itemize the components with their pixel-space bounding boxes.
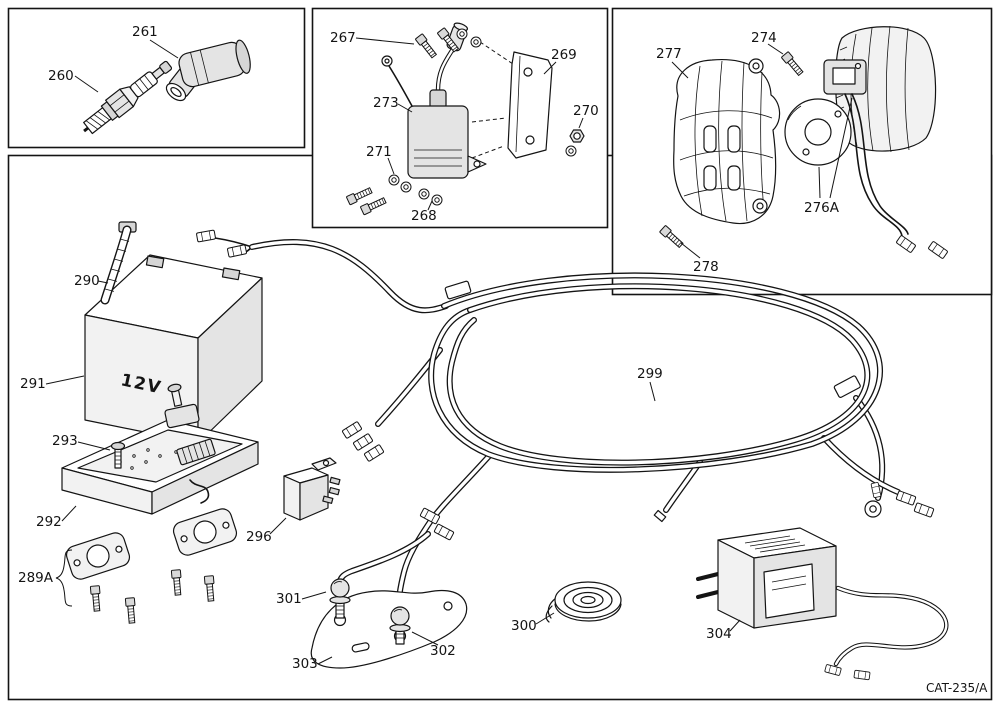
push-button-301 (329, 578, 351, 619)
label-269: 269 (543, 47, 577, 75)
charger-connector (853, 669, 871, 681)
push-button-302 (389, 606, 411, 645)
fan-cover (673, 58, 781, 225)
part-label-271: 271 (366, 144, 392, 160)
tray-clamp-block (164, 383, 200, 429)
label-303: 303 (292, 656, 333, 672)
label-270: 270 (573, 103, 599, 129)
label-274: 274 (751, 30, 784, 55)
label-260: 260 (48, 68, 99, 93)
washer-267a (456, 28, 468, 40)
washer-267b (470, 36, 482, 48)
strap-hook-wire (189, 479, 210, 504)
drawing-code: CAT-235/A (926, 681, 988, 695)
label-291: 291 (20, 375, 85, 392)
label-290: 290 (74, 273, 109, 289)
label-292: 292 (36, 505, 77, 530)
rotor (784, 98, 852, 166)
part-label-276A: 276A (804, 200, 840, 216)
part-label-267: 267 (330, 30, 356, 46)
relay (283, 457, 341, 521)
label-278: 278 (680, 242, 719, 275)
part-label-290: 290 (74, 273, 100, 289)
washer-268b (431, 194, 443, 206)
handlebar-clamps (65, 508, 238, 624)
plug-pins (696, 572, 720, 599)
label-293: 293 (52, 433, 111, 451)
washer-268a (418, 188, 430, 200)
label-301: 301 (276, 591, 327, 607)
part-label-300: 300 (511, 618, 537, 634)
ignition-module (823, 59, 867, 95)
adhesive-tape-roll (545, 581, 622, 623)
label-299: 299 (637, 366, 663, 402)
label-277: 277 (656, 46, 689, 79)
part-label-304: 304 (706, 626, 732, 642)
tray-screw (110, 441, 126, 469)
label-289A: 289A (18, 549, 73, 607)
part-label-302: 302 (430, 643, 456, 659)
label-300: 300 (511, 612, 555, 634)
part-label-293: 293 (52, 433, 78, 449)
label-271: 271 (366, 144, 395, 175)
part-label-274: 274 (751, 30, 777, 46)
part-label-289A: 289A (18, 570, 54, 586)
label-276A: 276A (804, 97, 853, 216)
part-label-278: 278 (693, 259, 719, 275)
washer-270 (565, 145, 577, 157)
battery-strap (100, 221, 137, 305)
part-label-299: 299 (637, 366, 663, 382)
label-268: 268 (411, 200, 437, 224)
part-label-303: 303 (292, 656, 318, 672)
part-label-301: 301 (276, 591, 302, 607)
battery-charger (696, 527, 949, 681)
part-label-269: 269 (551, 47, 577, 63)
label-302: 302 (411, 631, 456, 659)
battery-tray (61, 419, 259, 515)
label-273: 273 (373, 95, 413, 113)
part-label-277: 277 (656, 46, 682, 62)
part-label-261: 261 (132, 24, 158, 40)
part-label-292: 292 (36, 514, 62, 530)
label-267: 267 (330, 30, 415, 46)
label-304: 304 (706, 619, 741, 642)
part-label-273: 273 (373, 95, 399, 111)
part-label-268: 268 (411, 208, 437, 224)
ignition-coil-assembly (345, 22, 585, 216)
part-label-291: 291 (20, 376, 46, 392)
harness-sleeve (833, 375, 861, 398)
harness-sleeve (444, 280, 472, 300)
ignition-coil (407, 105, 469, 179)
label-261: 261 (132, 24, 179, 59)
label-296: 296 (246, 517, 287, 545)
washer-271b (400, 181, 412, 193)
part-label-260: 260 (48, 68, 74, 84)
washer-271a (388, 174, 400, 186)
hex-nut-270 (569, 129, 585, 143)
part-label-270: 270 (573, 103, 599, 119)
part-label-296: 296 (246, 529, 272, 545)
spark-plug-cap (165, 39, 251, 102)
coil-tower (429, 89, 447, 109)
wiring-harness (195, 229, 935, 615)
module-wires (844, 93, 949, 260)
spark-plug (83, 60, 173, 135)
